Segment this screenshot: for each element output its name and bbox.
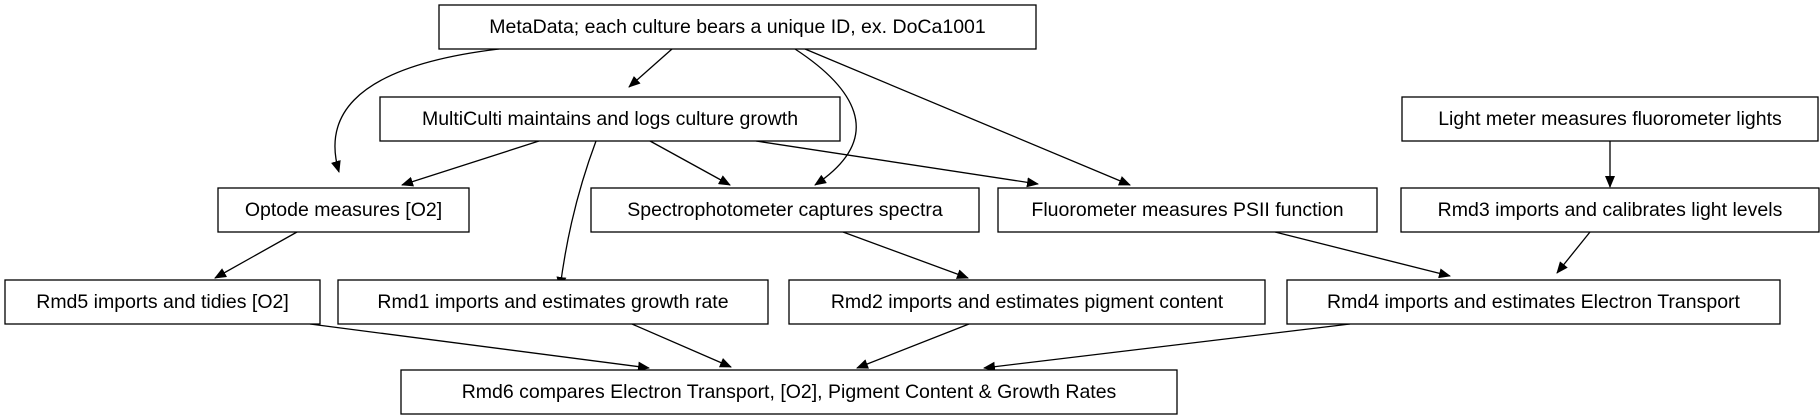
node-fluoro-label: Fluorometer measures PSII function bbox=[1031, 199, 1343, 221]
edge-spectro-to-rmd2 bbox=[842, 231, 969, 279]
node-rmd6: Rmd6 compares Electron Transport, [O2], … bbox=[400, 369, 1178, 415]
edge-fluoro-to-rmd4 bbox=[1274, 231, 1451, 279]
edge-rmd3-to-rmd4 bbox=[1556, 231, 1591, 274]
node-rmd5-box bbox=[4, 279, 321, 325]
edge-rmd2-to-rmd6 bbox=[856, 323, 970, 369]
node-fluoro-box bbox=[997, 187, 1378, 233]
edge-metadata-to-multiculti bbox=[628, 48, 673, 88]
edges bbox=[214, 48, 1615, 372]
node-multiculti-label: MultiCulti maintains and logs culture gr… bbox=[422, 108, 798, 130]
node-spectro: Spectrophotometer captures spectra bbox=[590, 187, 980, 233]
nodes: MetaData; each culture bears a unique ID… bbox=[4, 4, 1820, 415]
edge-multiculti-to-rmd1 bbox=[556, 140, 597, 289]
node-rmd1: Rmd1 imports and estimates growth rate bbox=[337, 279, 769, 325]
node-lightmeter-box bbox=[1401, 96, 1819, 142]
edge-multiculti-to-fluoro bbox=[755, 140, 1039, 188]
edge-multiculti-to-optode bbox=[401, 140, 540, 187]
edge-metadata-to-spectro bbox=[794, 48, 857, 186]
node-spectro-box bbox=[590, 187, 980, 233]
node-rmd6-label: Rmd6 compares Electron Transport, [O2], … bbox=[462, 381, 1117, 403]
node-metadata-box bbox=[438, 4, 1037, 50]
node-multiculti-box bbox=[379, 96, 841, 142]
node-metadata-label: MetaData; each culture bears a unique ID… bbox=[489, 16, 985, 38]
node-lightmeter-label: Light meter measures fluorometer lights bbox=[1438, 108, 1782, 130]
node-rmd5-label: Rmd5 imports and tidies [O2] bbox=[36, 291, 289, 313]
edge-metadata-to-optode bbox=[331, 48, 500, 173]
node-rmd3: Rmd3 imports and calibrates light levels bbox=[1400, 187, 1820, 233]
node-rmd2: Rmd2 imports and estimates pigment conte… bbox=[788, 279, 1266, 325]
node-rmd1-box bbox=[337, 279, 769, 325]
node-rmd5: Rmd5 imports and tidies [O2] bbox=[4, 279, 321, 325]
edge-optode-to-rmd5 bbox=[214, 231, 298, 279]
node-rmd2-box bbox=[788, 279, 1266, 325]
edge-rmd5-to-rmd6 bbox=[309, 323, 650, 372]
node-rmd4-box bbox=[1286, 279, 1781, 325]
node-spectro-label: Spectrophotometer captures spectra bbox=[627, 199, 943, 221]
node-rmd2-label: Rmd2 imports and estimates pigment conte… bbox=[831, 291, 1224, 313]
node-metadata: MetaData; each culture bears a unique ID… bbox=[438, 4, 1037, 50]
node-optode-label: Optode measures [O2] bbox=[245, 199, 442, 221]
node-lightmeter: Light meter measures fluorometer lights bbox=[1401, 96, 1819, 142]
edge-rmd4-to-rmd6 bbox=[983, 323, 1351, 372]
node-rmd1-label: Rmd1 imports and estimates growth rate bbox=[377, 291, 728, 313]
edge-rmd1-to-rmd6 bbox=[631, 323, 732, 368]
node-multiculti: MultiCulti maintains and logs culture gr… bbox=[379, 96, 841, 142]
node-optode-box bbox=[217, 187, 470, 233]
edge-metadata-to-fluoro bbox=[804, 48, 1131, 186]
edge-multiculti-to-spectro bbox=[649, 140, 731, 186]
node-rmd4-label: Rmd4 imports and estimates Electron Tran… bbox=[1327, 291, 1741, 313]
node-rmd6-box bbox=[400, 369, 1178, 415]
node-fluoro: Fluorometer measures PSII function bbox=[997, 187, 1378, 233]
node-optode: Optode measures [O2] bbox=[217, 187, 470, 233]
node-rmd4: Rmd4 imports and estimates Electron Tran… bbox=[1286, 279, 1781, 325]
node-rmd3-box bbox=[1400, 187, 1820, 233]
node-rmd3-label: Rmd3 imports and calibrates light levels bbox=[1438, 199, 1783, 221]
